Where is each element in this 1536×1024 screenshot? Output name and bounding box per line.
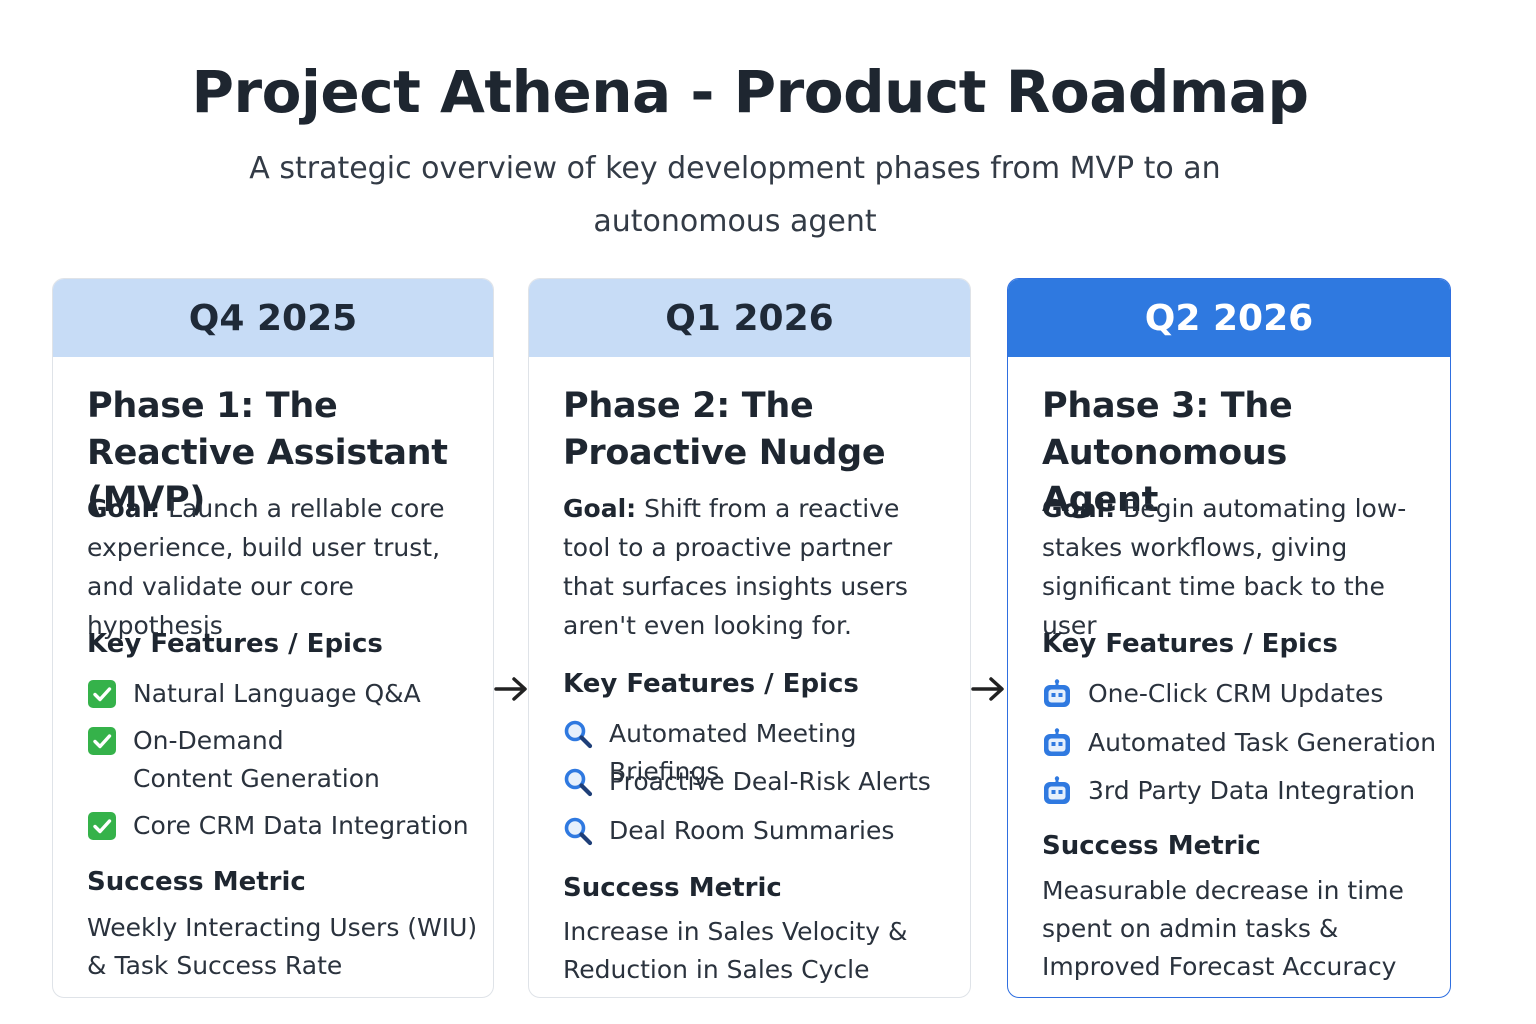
robot-icon <box>1044 679 1070 707</box>
feature-label: Deal Room Summaries <box>609 816 895 845</box>
features-heading: Key Features / Epics <box>87 629 383 659</box>
goal-label: Goal: <box>1042 494 1116 523</box>
phase-goal: Goal: Shift from a reactive tool to a pr… <box>563 489 940 645</box>
feature-label: One-Click CRM Updates <box>1088 679 1384 708</box>
arrow-right-icon <box>494 677 527 701</box>
metric-text: Weekly Interacting Users (WIU) & Task Su… <box>87 913 478 980</box>
goal-label: Goal: <box>563 494 637 523</box>
goal-text: Begin automating low-stakes workflows, g… <box>1042 494 1407 640</box>
feature-item: On-Demand Content Generation <box>87 722 387 798</box>
arrow-right-icon <box>971 677 1004 701</box>
features-heading: Key Features / Epics <box>1042 629 1338 659</box>
feature-item: Deal Room Summaries <box>563 812 960 850</box>
search-icon <box>564 817 593 846</box>
page-title: Project Athena - Product Roadmap <box>191 58 1309 126</box>
feature-label: 3rd Party Data Integration <box>1088 776 1416 805</box>
feature-item: One-Click CRM Updates <box>1042 675 1440 713</box>
phase-title: Phase 3: The Autonomous Agent <box>1042 386 1293 520</box>
feature-item: Proactive Deal-Risk Alerts <box>563 763 960 801</box>
feature-item: Natural Language Q&A <box>87 675 483 713</box>
feature-label: Proactive Deal-Risk Alerts <box>609 767 931 796</box>
quarter-header: Q1 2026 <box>529 279 970 357</box>
phase-goal: Goal: Launch a rellable core experience,… <box>87 489 481 645</box>
phase-card-2: Q1 2026 Phase 2: The Proactive Nudge Goa… <box>528 278 971 998</box>
robot-icon <box>1044 728 1070 756</box>
feature-item: Core CRM Data Integration <box>87 807 483 845</box>
robot-icon <box>1044 776 1070 804</box>
feature-label: Natural Language Q&A <box>133 679 421 708</box>
phase-title: Phase 2: The Proactive Nudge <box>563 386 886 473</box>
metric-text: Increase in Sales Velocity & Reduction i… <box>563 917 908 997</box>
feature-label: Automated Meeting Briefings <box>609 719 857 786</box>
feature-item: 3rd Party Data Integration <box>1042 772 1440 810</box>
quarter-header: Q4 2025 <box>53 279 493 357</box>
page-subtitle: A strategic overview of key development … <box>249 151 1221 239</box>
goal-label: Goal: <box>87 494 161 523</box>
metric-heading: Success Metric <box>1042 831 1261 861</box>
features-heading: Key Features / Epics <box>563 669 859 699</box>
search-icon <box>564 768 593 797</box>
metric-text: Measurable decrease in time spent on adm… <box>1042 876 1404 981</box>
feature-label: Core CRM Data Integration <box>133 811 469 840</box>
check-icon <box>88 812 116 840</box>
goal-text: Shift from a reactive tool to a proactiv… <box>563 494 908 640</box>
feature-label: On-Demand Content Generation <box>133 726 380 793</box>
phase-card-3: Q2 2026 Phase 3: The Autonomous Agent Go… <box>1007 278 1451 998</box>
phase-card-1: Q4 2025 Phase 1: The Reactive Assistant … <box>52 278 494 998</box>
check-icon <box>88 727 116 755</box>
phase-goal: Goal: Begin automating low-stakes workfl… <box>1042 489 1436 645</box>
metric-heading: Success Metric <box>87 867 306 897</box>
search-icon <box>564 720 593 749</box>
quarter-header: Q2 2026 <box>1008 279 1450 357</box>
goal-text: Launch a rellable core experience, build… <box>87 494 445 640</box>
check-icon <box>88 680 116 708</box>
phase-title: Phase 1: The Reactive Assistant (MVP) <box>87 386 448 520</box>
feature-label: Automated Task Generation <box>1088 728 1437 757</box>
feature-item: Automated Meeting Briefings <box>563 715 960 791</box>
metric-heading: Success Metric <box>563 873 782 903</box>
feature-item: Automated Task Generation <box>1042 724 1440 762</box>
